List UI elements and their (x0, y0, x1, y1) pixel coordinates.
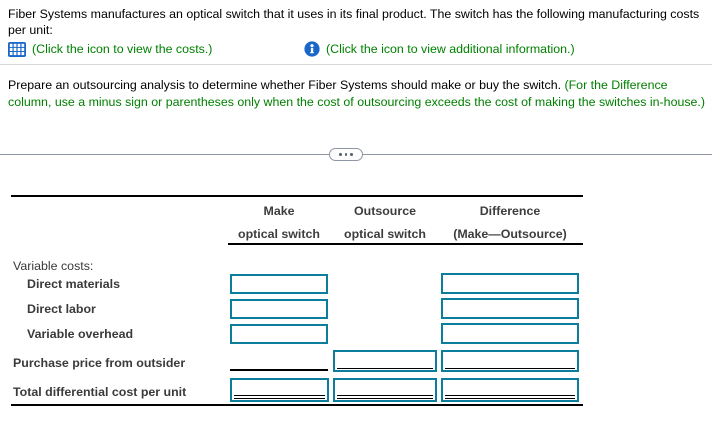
info-icon[interactable] (304, 41, 320, 57)
input-total-outsource[interactable] (333, 378, 437, 402)
input-direct-labor-make[interactable] (230, 299, 328, 319)
row-label-purchase-price: Purchase price from outsider (13, 356, 186, 370)
input-cell-purchase-price-outsource (333, 350, 437, 372)
col-header-outsource-line2: optical switch (344, 227, 426, 241)
input-direct-materials-difference[interactable] (441, 273, 579, 294)
view-costs-label: (Click the icon to view the costs.) (32, 42, 213, 56)
instruction-main: Prepare an outsourcing analysis to deter… (8, 78, 562, 92)
problem-statement: Fiber Systems manufactures an optical sw… (8, 7, 700, 37)
expand-collapse-toggle[interactable] (329, 148, 363, 161)
row-label-direct-materials: Direct materials (27, 277, 120, 291)
col-header-make-line1: Make (263, 204, 295, 218)
input-cell-variable-overhead-difference (441, 323, 579, 344)
instruction-note: (For the Difference column, use a minus … (8, 78, 706, 109)
input-cell-purchase-price-difference (441, 350, 579, 372)
section-divider-top (0, 64, 712, 65)
row-label-direct-labor: Direct labor (27, 302, 96, 316)
table-header-rule (228, 243, 583, 245)
toggle-dot (350, 153, 353, 156)
row-label-variable-overhead: Variable overhead (27, 327, 134, 341)
input-cell-direct-materials-difference (441, 273, 579, 294)
table-top-rule (11, 195, 583, 197)
input-cell-total-outsource (333, 378, 437, 402)
input-total-difference[interactable] (441, 378, 579, 402)
view-additional-info-link: (Click the icon to view additional infor… (304, 40, 575, 58)
table-bottom-rule (11, 404, 583, 406)
input-cell-direct-labor-difference (441, 298, 579, 319)
input-cell-total-difference (441, 378, 579, 402)
col-header-outsource-line1: Outsource (354, 204, 416, 218)
blank-underline-purchase-price-make (230, 369, 328, 371)
row-label-variable-costs: Variable costs: (13, 259, 94, 273)
input-total-make[interactable] (230, 378, 329, 402)
view-costs-link: (Click the icon to view the costs.) (8, 40, 212, 58)
input-cell-total-make (230, 378, 329, 402)
costs-table-icon[interactable] (8, 41, 26, 57)
input-cell-variable-overhead-make (230, 324, 328, 344)
col-header-difference-line1: Difference (479, 204, 541, 218)
input-variable-overhead-difference[interactable] (441, 323, 579, 344)
view-additional-info-label: (Click the icon to view additional infor… (326, 42, 575, 56)
toggle-dot (339, 153, 342, 156)
input-direct-materials-make[interactable] (230, 274, 328, 294)
row-label-total-differential-cost: Total differential cost per unit (13, 385, 187, 399)
col-header-difference-line2: (Make—Outsource) (453, 227, 567, 241)
toggle-dot (344, 153, 348, 156)
input-cell-direct-materials-make (230, 274, 328, 294)
input-direct-labor-difference[interactable] (441, 298, 579, 319)
input-purchase-price-outsource[interactable] (333, 350, 437, 372)
input-variable-overhead-make[interactable] (230, 324, 328, 344)
instruction-text: Prepare an outsourcing analysis to deter… (8, 77, 710, 111)
input-cell-direct-labor-make (230, 299, 328, 319)
input-purchase-price-difference[interactable] (441, 350, 579, 372)
col-header-make-line2: optical switch (238, 227, 320, 241)
